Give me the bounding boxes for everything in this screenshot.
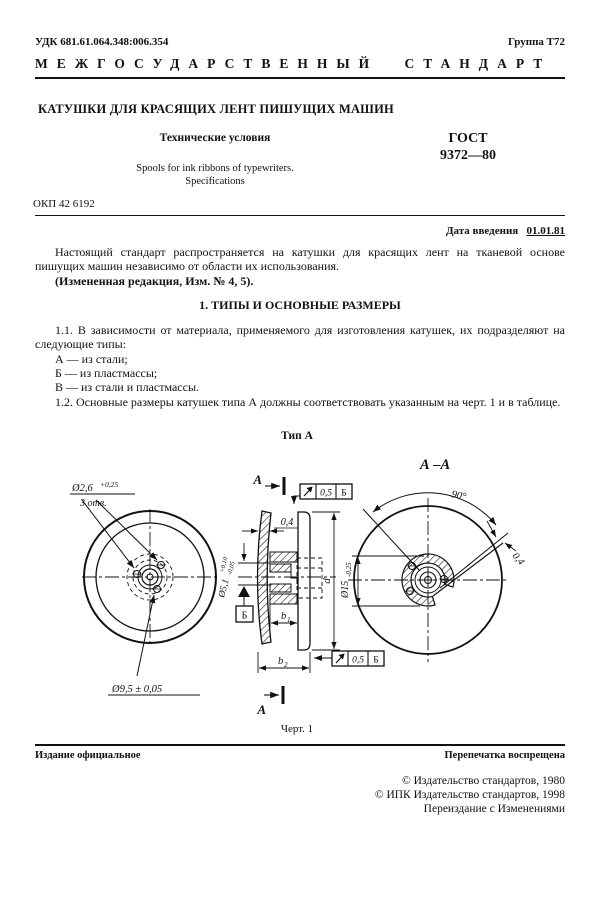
type-item-v: В — из стали и пластмассы. [55, 380, 200, 395]
copyright-block: © Издательство стандартов, 1980 © ИПК Из… [35, 774, 565, 816]
scope-paragraph: Настоящий стандарт распространяется на к… [35, 245, 565, 274]
dim-angle-90: 90° [450, 489, 467, 503]
section-view-title: А –А [419, 457, 451, 473]
runout-tolerance-frame-top [291, 483, 353, 504]
dim-hole-count: 3 отв. [79, 498, 107, 509]
runout-datum-bottom: Б [373, 656, 378, 666]
circular-runout-icon [335, 653, 345, 664]
dim-hole-diameter: Ø2,6 [71, 483, 93, 494]
header-row: УДК 681.61.064.348:006.354 Группа Т72 [35, 36, 565, 48]
gost-label: ГОСТ [448, 131, 488, 146]
dim-hole-diameter-tolerance: +0,25 [100, 480, 118, 489]
horizontal-rule-bottom [35, 744, 565, 746]
dim-bore-tol-plus: +0,10 [219, 556, 230, 574]
interstate-standard-banner: МЕЖГОСУДАРСТВЕННЫЙ СТАНДАРТ [35, 56, 565, 79]
dim-bore-diameter: Ø5,1 [217, 578, 232, 600]
body-text: Настоящий стандарт распространяется на к… [35, 245, 565, 409]
document-subtitle: Технические условия [159, 132, 271, 144]
runout-datum-top: Б [341, 489, 346, 499]
horizontal-rule-top [35, 215, 565, 216]
dim-b2: b [278, 656, 283, 667]
clause-1-1: 1.1. В зависимости от материала, применя… [35, 323, 565, 352]
dim-flange-thickness: 0,4 [281, 517, 294, 528]
copyright-line-1980: © Издательство стандартов, 1980 [401, 775, 565, 787]
datum-label: Б [242, 611, 248, 622]
document-title: КАТУШКИ ДЛЯ КРАСЯЩИХ ЛЕНТ ПИШУЩИХ МАШИН [38, 102, 394, 116]
date-label: Дата введения [445, 225, 519, 237]
dim-b2-sub: 2 [284, 661, 288, 669]
reissue-note: Переиздание с Изменениями [423, 803, 565, 815]
official-edition-label: Издание официальное [35, 750, 141, 761]
dim-lip-thickness: 0,4 [510, 551, 526, 568]
type-item-b: Б — из пластмассы; [55, 366, 158, 381]
section-a-a-view [348, 492, 517, 662]
gost-number: 9372—80 [440, 148, 496, 163]
section-arrow-letter-top: А [252, 472, 262, 487]
dim-hub-od-tolerance: -0,25 [345, 562, 353, 577]
english-title-line2: Specifications [185, 176, 245, 187]
section-arrow-letter-bottom: А [256, 702, 266, 717]
circular-runout-icon [303, 486, 313, 497]
runout-value-bottom: 0,5 [352, 656, 364, 666]
footer-row: Издание официальное Перепечатка воспреще… [35, 750, 565, 761]
copyright-line-1998: © ИПК Издательство стандартов, 1998 [374, 789, 565, 801]
amendment-note: (Измененная редакция, Изм. № 4, 5). [55, 273, 254, 288]
introduction-date: Дата введения 01.01.81 [35, 225, 565, 237]
dim-b1-sub: 1 [287, 616, 291, 624]
figure-caption: Черт. 1 [281, 723, 313, 735]
dim-hub-od: Ø15 [340, 581, 351, 599]
reprint-prohibited-label: Перепечатка воспрещена [444, 750, 565, 761]
dim-outer-diameter-d: d [321, 578, 333, 584]
runout-value-top: 0,5 [320, 489, 332, 499]
gost-number-block: ГОСТ 9372—80 [408, 130, 528, 164]
runout-tolerance-frame-bottom [314, 650, 385, 667]
type-a-label: Тип А [281, 430, 314, 442]
front-view [70, 493, 218, 696]
section-1-heading: 1. ТИПЫ И ОСНОВНЫЕ РАЗМЕРЫ [199, 297, 401, 312]
english-title: Spools for ink ribbons of typewriters. S… [35, 162, 395, 188]
date-value: 01.01.81 [526, 225, 566, 237]
clause-1-2: 1.2. Основные размеры катушек типа А дол… [55, 394, 561, 409]
section-view [235, 477, 424, 704]
okp-code: ОКП 42 6192 [33, 198, 95, 210]
dim-hub-circle-diameter: Ø9,5 ± 0,05 [111, 684, 162, 695]
udk-code: УДК 681.61.064.348:006.354 [35, 36, 169, 48]
english-title-line1: Spools for ink ribbons of typewriters. [136, 163, 294, 174]
dim-b1: b [281, 611, 286, 622]
technical-drawing-figure-1: Тип А А –А Ø2,6 +0,25 [70, 430, 526, 735]
dim-bore-tol-minus: -0,05 [226, 560, 236, 576]
type-item-a: А — из стали; [55, 351, 128, 366]
group-code: Группа Т72 [507, 36, 565, 48]
